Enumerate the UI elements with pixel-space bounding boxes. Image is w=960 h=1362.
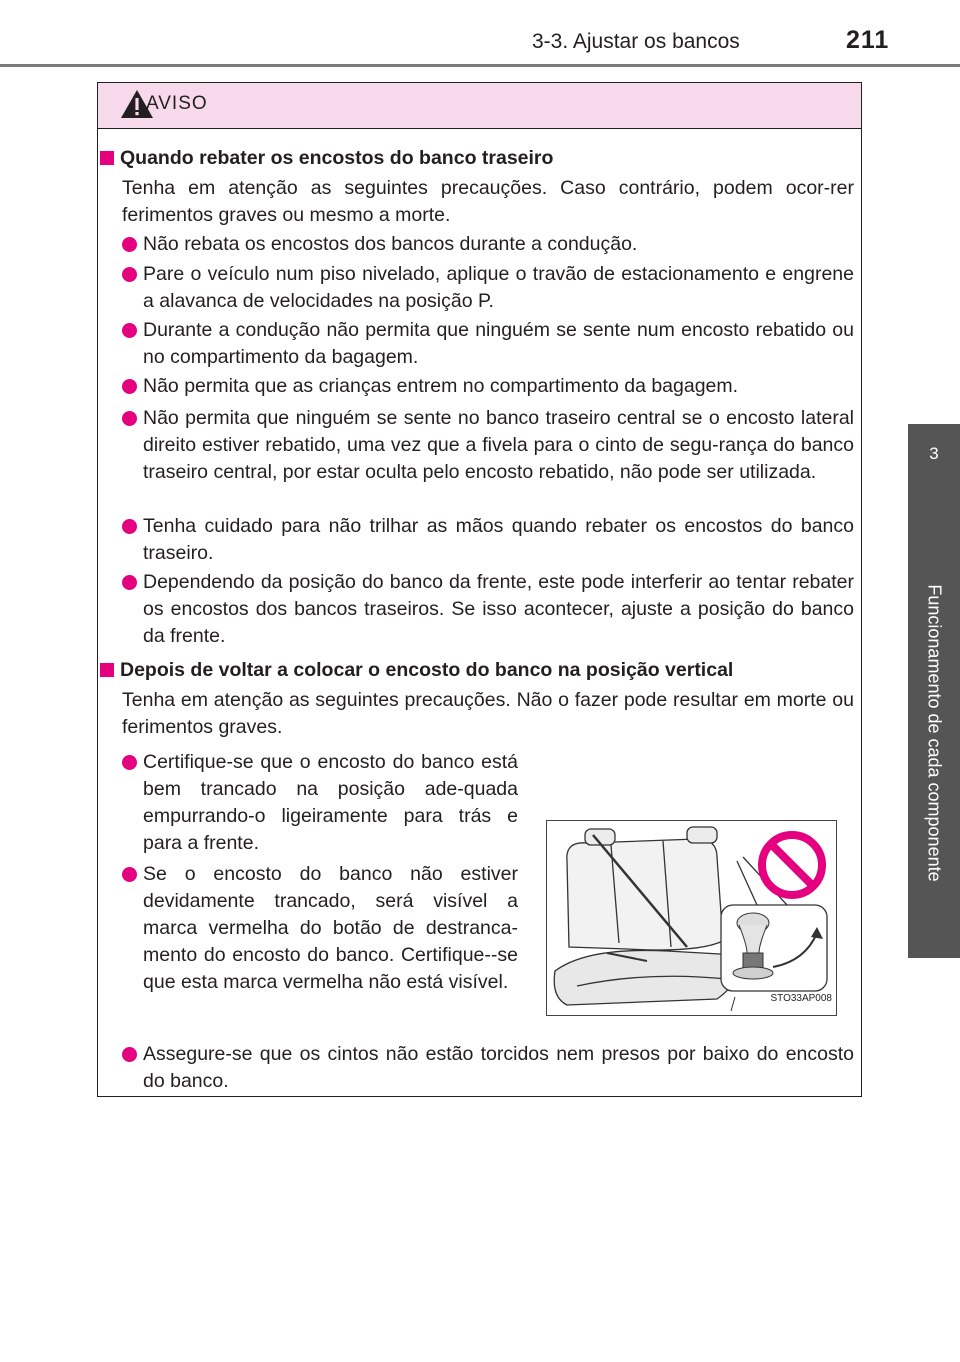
bullet-dot-icon	[122, 867, 137, 882]
bullet-dot-icon	[122, 519, 137, 534]
section-square-icon	[100, 663, 114, 677]
list-item: Durante a condução não permita que ningu…	[122, 317, 854, 371]
bullet-dot-icon	[122, 411, 137, 426]
section-title: 3-3. Ajustar os bancos	[532, 30, 740, 53]
section-square-icon	[100, 151, 114, 165]
bullet-dot-icon	[122, 379, 137, 394]
list-item: Assegure-se que os cintos não estão torc…	[122, 1041, 854, 1095]
page-number: 211	[846, 26, 890, 54]
list-item: Não permita que as crianças entrem no co…	[122, 373, 854, 400]
list-item: Não permita que ninguém se sente no banc…	[122, 405, 854, 486]
warning-title: AVISO	[146, 93, 208, 114]
bullet-dot-icon	[122, 755, 137, 770]
section-intro: Tenha em atenção as seguintes precauções…	[122, 689, 854, 738]
section-heading: Depois de voltar a colocar o encosto do …	[100, 657, 733, 684]
list-item: Não rebata os encostos dos bancos durant…	[122, 231, 854, 258]
list-item: Tenha cuidado para não trilhar as mãos q…	[122, 513, 854, 567]
warning-triangle-icon	[121, 90, 153, 118]
list-item: Certifique-se que o encosto do banco est…	[122, 749, 518, 857]
list-item: Dependendo da posição do banco da frente…	[122, 569, 854, 650]
bullet-dot-icon	[122, 1047, 137, 1062]
rear-seat-illustration	[553, 826, 828, 1012]
chapter-title: Funcionamento de cada componente	[924, 584, 945, 882]
illustration-code: STO33AP008	[770, 993, 832, 1004]
warning-header: AVISO	[98, 83, 861, 129]
chapter-tab: 3	[908, 424, 960, 510]
bullet-dot-icon	[122, 323, 137, 338]
seat-lock-illustration: STO33AP008	[546, 820, 837, 1016]
list-item: Pare o veículo num piso nivelado, apliqu…	[122, 261, 854, 315]
bullet-dot-icon	[122, 267, 137, 282]
section-heading: Quando rebater os encostos do banco tras…	[100, 145, 553, 172]
list-item: Se o encosto do banco não estiver devida…	[122, 861, 518, 996]
section-intro: Tenha em atenção as seguintes precauções…	[122, 177, 854, 226]
chapter-bar: Funcionamento de cada componente	[908, 508, 960, 958]
chapter-number: 3	[929, 444, 939, 463]
bullet-dot-icon	[122, 237, 137, 252]
header-rule	[0, 64, 960, 67]
bullet-dot-icon	[122, 575, 137, 590]
warning-box: AVISO Quando rebater os encostos do banc…	[97, 82, 862, 1097]
